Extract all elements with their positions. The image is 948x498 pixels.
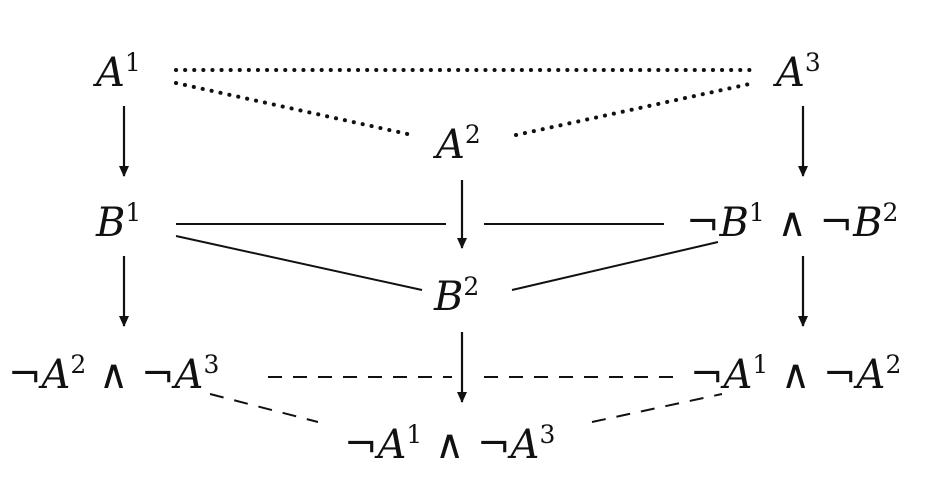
node-na2_na3-part-3: ∧ ¬	[86, 352, 174, 398]
node-na1_na2-part-0: ¬	[690, 352, 724, 398]
node-na1_na2-part-5: 2	[885, 350, 901, 379]
node-a1: A1	[92, 48, 141, 96]
node-na1-and-na2: ¬A1 ∧ ¬A2	[690, 350, 901, 398]
node-na2-and-na3: ¬A2 ∧ ¬A3	[8, 350, 219, 398]
edge-na2na3-na1na3-dashed	[209, 393, 319, 423]
node-na1_na3-part-4: A	[507, 422, 540, 468]
edge-a1-a2-dotted	[174, 81, 414, 137]
node-a2: A2	[432, 120, 481, 168]
connectors	[119, 68, 808, 423]
edge-na1na3-na1na2-dashed	[591, 393, 723, 423]
node-b2-part-1: 2	[463, 272, 479, 301]
node-a3: A3	[772, 48, 821, 96]
node-na2_na3-part-5: 3	[203, 350, 219, 379]
edge-a2-a3-dotted	[514, 81, 756, 137]
node-a1-part-1: 1	[125, 48, 141, 77]
node-a2-part-1: 2	[465, 120, 481, 149]
node-a3-part-1: 3	[805, 48, 821, 77]
node-b2-part-0: B	[433, 274, 463, 320]
node-na2_na3-part-2: 2	[70, 350, 86, 379]
node-na1_na3-part-3: ∧ ¬	[422, 422, 510, 468]
node-a3-part-0: A	[772, 50, 805, 96]
node-na1-and-na3: ¬A1 ∧ ¬A3	[344, 420, 555, 468]
node-nb1_nb2-part-5: 2	[882, 198, 898, 227]
node-na1_na2-part-4: A	[853, 352, 886, 398]
node-nb1_nb2-part-2: 1	[749, 198, 765, 227]
node-na1_na2-part-2: 1	[752, 350, 768, 379]
edge-b2-nb1nb2-solid	[511, 241, 719, 291]
node-na2_na3-part-1: A	[38, 352, 71, 398]
node-b2: B2	[433, 272, 479, 320]
node-nb1_nb2-part-1: B	[719, 200, 749, 246]
node-na1_na3-part-1: A	[374, 422, 407, 468]
node-na2_na3-part-0: ¬	[8, 352, 42, 398]
node-na1_na2-part-3: ∧ ¬	[768, 352, 856, 398]
node-na2_na3-part-4: A	[171, 352, 204, 398]
node-nb1_nb2-part-0: ¬	[686, 200, 720, 246]
node-nb1-and-nb2: ¬B1 ∧ ¬B2	[686, 198, 898, 246]
node-na1_na3-part-2: 1	[406, 420, 422, 449]
node-nb1_nb2-part-4: B	[852, 200, 882, 246]
node-a1-part-0: A	[92, 50, 125, 96]
node-na1_na3-part-0: ¬	[344, 422, 378, 468]
node-b1-part-0: B	[95, 200, 125, 246]
edge-b1-b2-solid	[175, 235, 423, 291]
node-na1_na3-part-5: 3	[539, 420, 555, 449]
node-b1-part-1: 1	[125, 198, 141, 227]
node-na1_na2-part-1: A	[720, 352, 753, 398]
nodes: A1 A2 A3 B1 B2 ¬B1 ∧ ¬B2 ¬A2 ∧ ¬A3 ¬A1 ∧…	[8, 48, 901, 468]
node-nb1_nb2-part-3: ∧ ¬	[765, 200, 853, 246]
node-a2-part-0: A	[432, 122, 465, 168]
node-b1: B1	[95, 198, 141, 246]
